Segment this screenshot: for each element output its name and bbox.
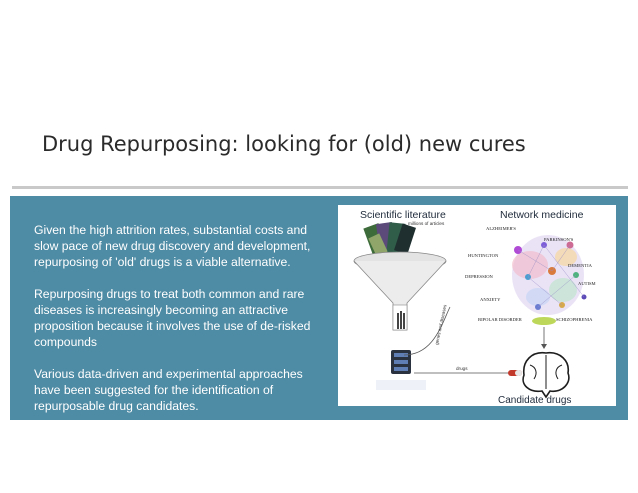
disease-dementia: DEMENTIA — [568, 263, 593, 268]
slide-title: Drug Repurposing: looking for (old) new … — [42, 132, 526, 156]
text-strips-icon — [397, 311, 405, 329]
network-graph — [512, 235, 587, 325]
figure-illustration: Scientific literature Network medicine m… — [353, 209, 596, 406]
drugs-label: drugs — [456, 366, 468, 371]
articles-stack-icon — [363, 222, 416, 257]
disease-depression: DEPRESSION — [465, 274, 494, 279]
database-icon — [376, 350, 426, 390]
candidate-drugs-caption: Candidate drugs — [498, 395, 571, 406]
brain-icon — [522, 351, 570, 399]
paragraph-approaches: Various data-driven and experimental app… — [34, 367, 303, 413]
title-divider — [12, 186, 628, 189]
arrow-to-network — [403, 306, 451, 356]
articles-label: millions of articles — [408, 221, 445, 226]
heading-scientific-literature: Scientific literature — [360, 209, 446, 221]
disease-huntington: HUNTINGTON — [468, 253, 499, 258]
disease-autism: AUTISM — [578, 281, 596, 286]
text-column: Given the high attrition rates, substant… — [34, 222, 330, 430]
repurposing-figure: Scientific literature Network medicine m… — [338, 205, 616, 406]
genes-diseases-label: genes and diseases — [434, 304, 448, 346]
heading-network-medicine: Network medicine — [500, 209, 584, 221]
disease-anxiety: ANXIETY — [480, 297, 501, 302]
paragraph-repurposing: Repurposing drugs to treat both common a… — [34, 287, 311, 349]
disease-alzheimers: ALZHEIMER'S — [486, 226, 516, 231]
funnel-icon — [353, 251, 447, 331]
disease-parkinsons: PARKINSON'S — [544, 237, 574, 242]
disease-schizophrenia: SCHIZOPHRENIA — [556, 317, 593, 322]
paragraph-attrition: Given the high attrition rates, substant… — [34, 223, 311, 269]
disease-bipolar-disorder: BIPOLAR DISORDER — [478, 317, 523, 322]
